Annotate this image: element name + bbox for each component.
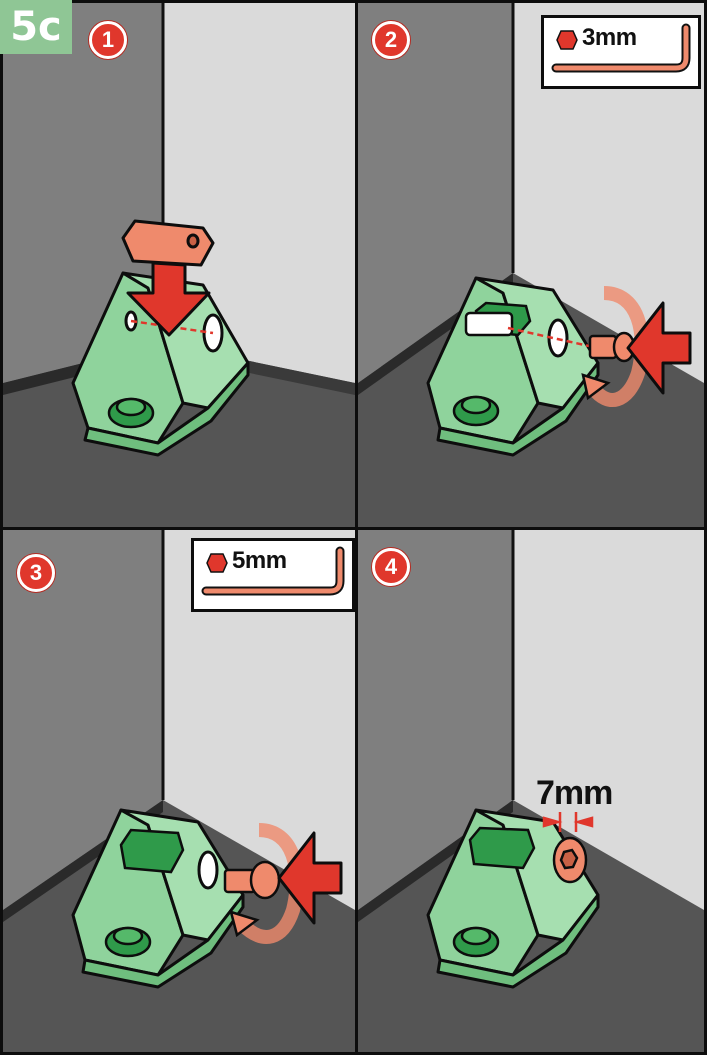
step-number-badge: 4: [372, 548, 410, 586]
hex-bit-icon: [556, 30, 578, 50]
hex-bit-icon: [206, 553, 228, 573]
step-number-badge: 1: [89, 21, 127, 59]
connector-nut: [123, 221, 213, 265]
floor-screw: [454, 928, 498, 956]
floor-screw: [109, 399, 153, 427]
connector-in-bracket: [121, 830, 183, 872]
tool-size-label: 3mm: [582, 24, 637, 52]
gap-measurement-label: 7mm: [536, 774, 612, 813]
step-3-panel: 1 3 5mm: [0, 527, 358, 1055]
section-tag: 5c: [0, 0, 72, 54]
tool-callout: 5mm: [191, 538, 355, 612]
floor-screw: [454, 397, 498, 425]
bolt-head: [554, 838, 586, 882]
connector-in-bracket: [470, 828, 534, 868]
step-4-panel: 4 7mm: [355, 527, 707, 1055]
tool-size-label: 5mm: [232, 547, 287, 575]
step-number-badge: 3: [17, 554, 55, 592]
tool-callout: 3mm: [541, 15, 701, 89]
step-2-panel: 2 3mm: [355, 0, 707, 530]
step-1-illustration: [3, 3, 355, 527]
step-4-illustration: [358, 530, 704, 1052]
floor-screw: [106, 928, 150, 956]
step-number-badge: 2: [372, 21, 410, 59]
step-1-panel: 1: [0, 0, 358, 530]
